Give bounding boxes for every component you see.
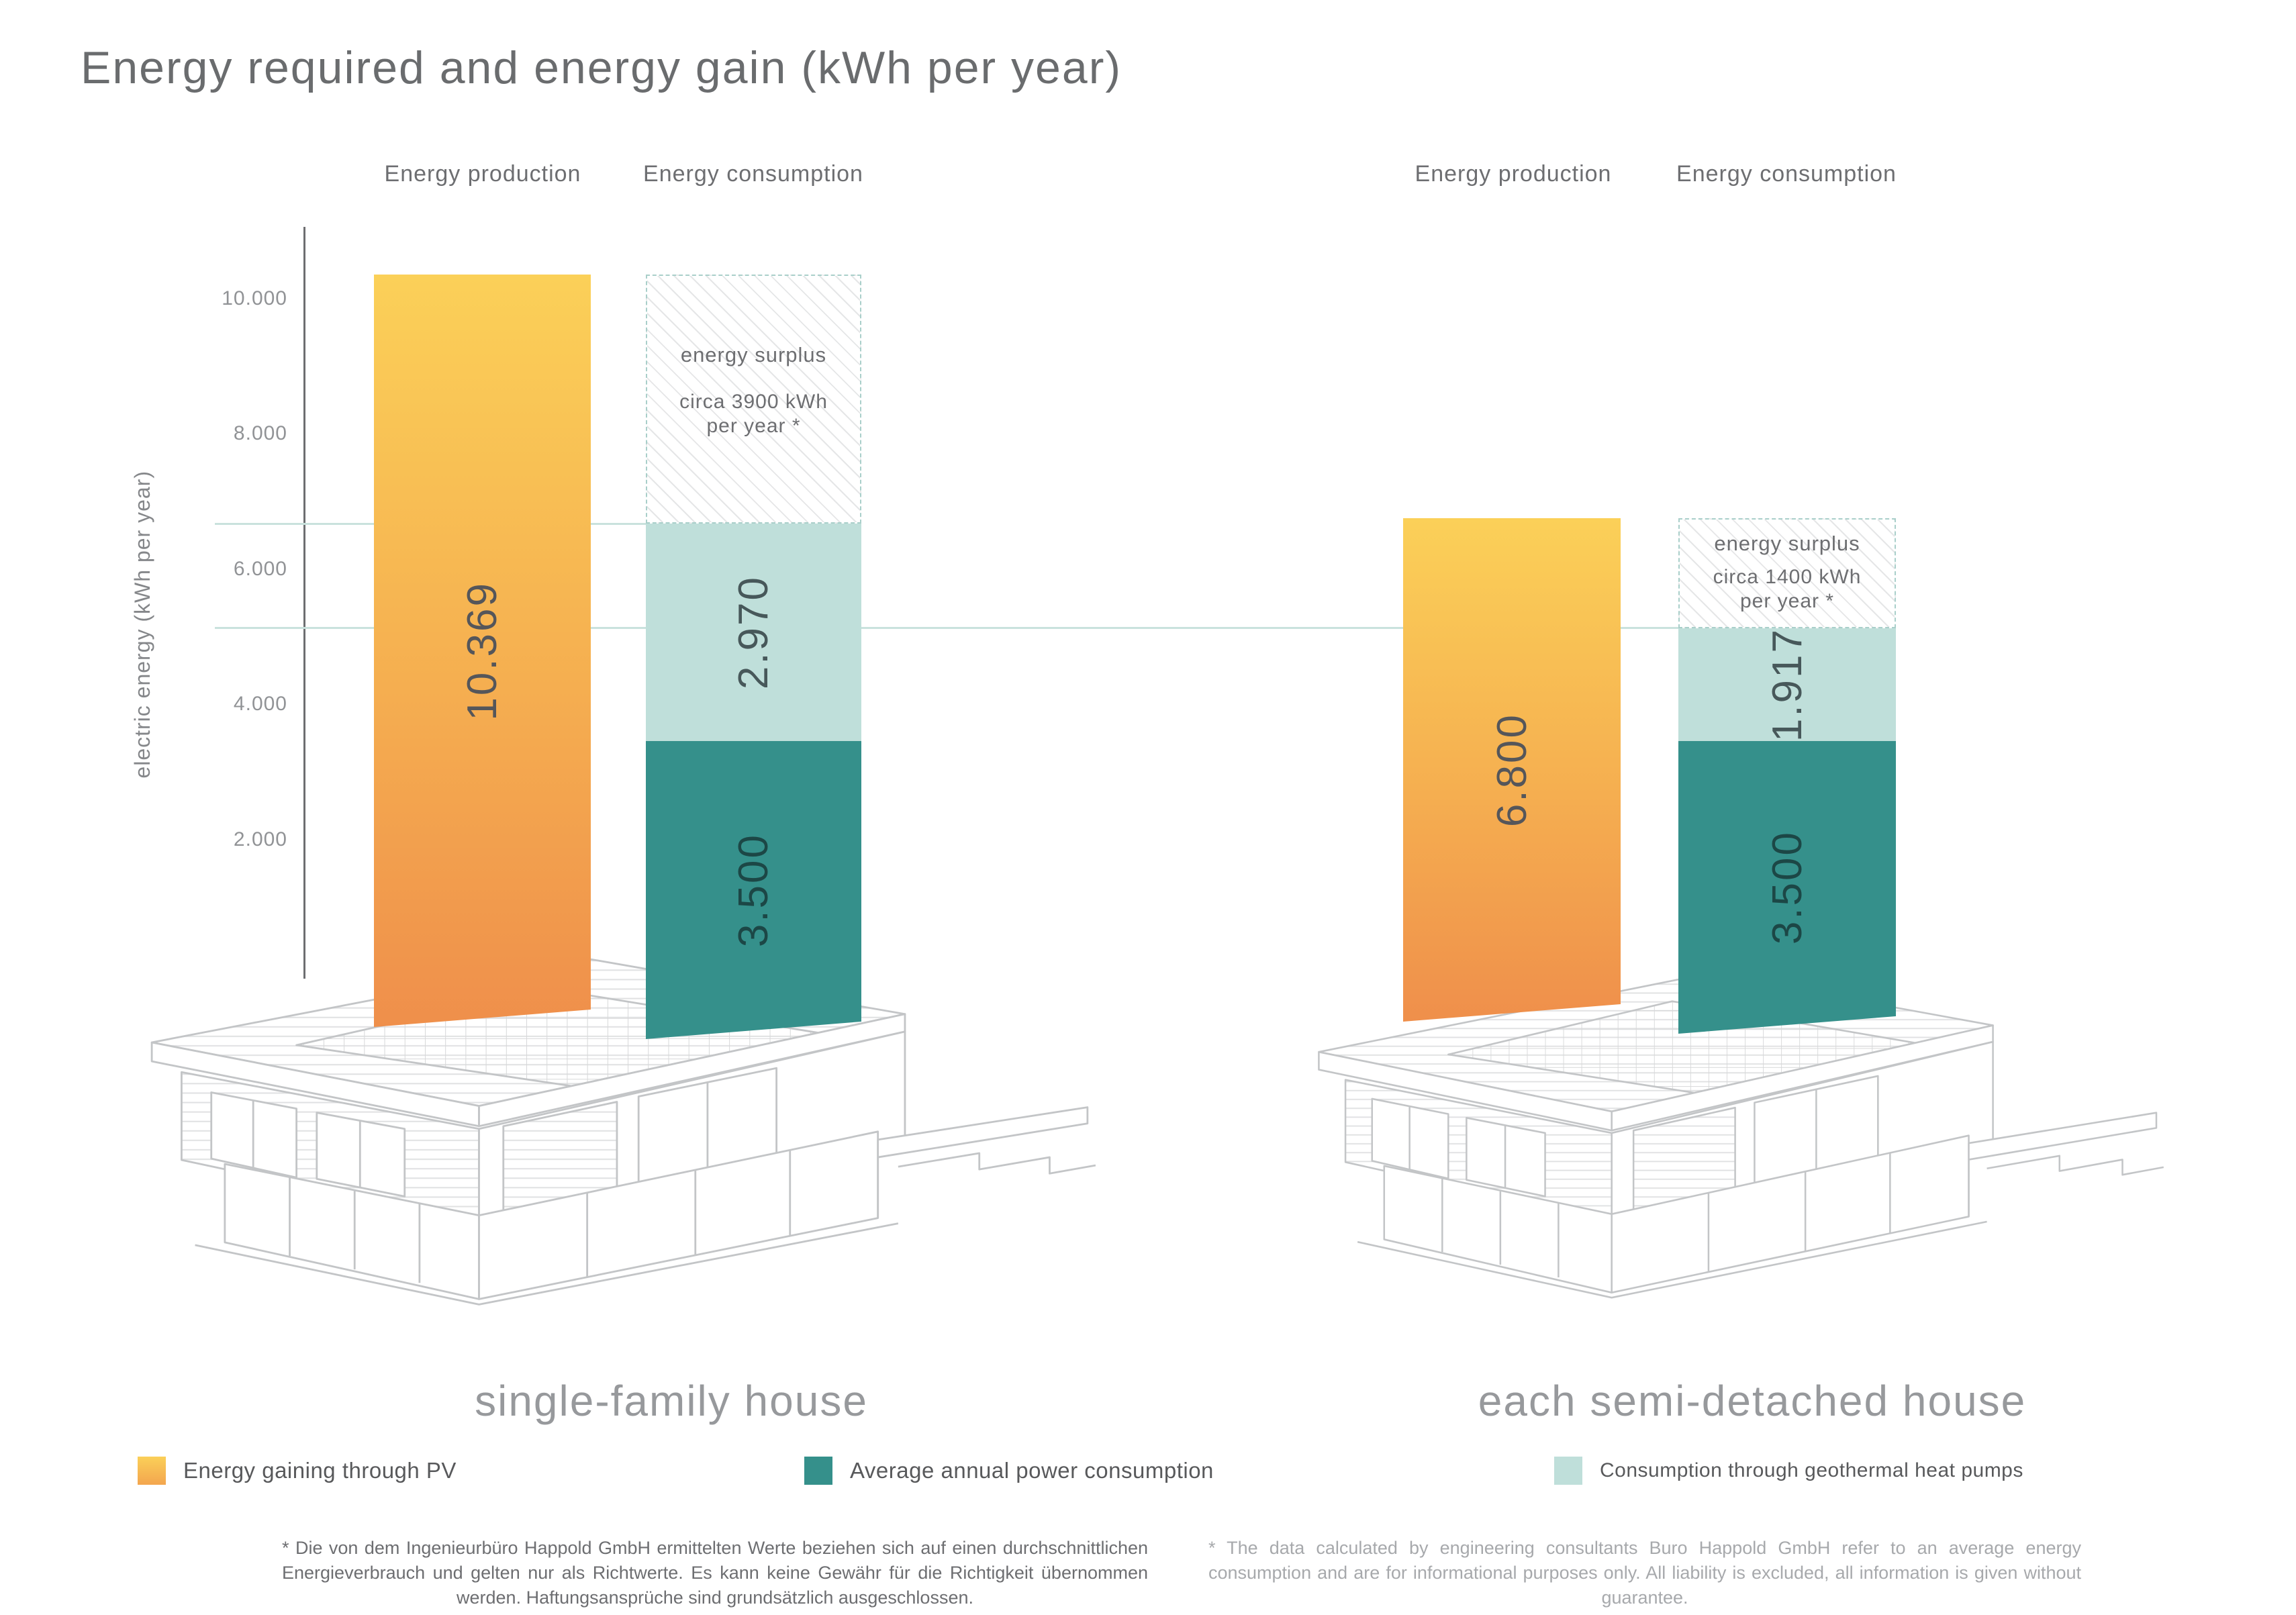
y-axis-line: [303, 227, 305, 979]
header-consumption-group1: Energy consumption: [643, 161, 863, 187]
bar-value-production-group2: 6.800: [1488, 712, 1535, 828]
legend-item-consumption: Average annual power consumption: [804, 1457, 1214, 1485]
y-tick-6000: 6.000: [233, 558, 287, 580]
surplus-box-group1: energy surplus circa 3900 kWh per year *: [646, 275, 861, 524]
bar-value-geothermal-group2: 1.917: [1764, 627, 1811, 742]
surplus-unit-group1: per year *: [706, 415, 801, 437]
legend-swatch-geothermal: [1554, 1457, 1582, 1485]
legend-label-consumption: Average annual power consumption: [850, 1458, 1214, 1483]
footnote-german: * Die von dem Ingenieurbüro Happold GmbH…: [282, 1538, 1148, 1608]
header-consumption-group2: Energy consumption: [1676, 161, 1897, 187]
legend-item-pv: Energy gaining through PV: [138, 1457, 457, 1485]
surplus-unit-group2: per year *: [1739, 590, 1835, 612]
segment-geothermal-group1: 2.970: [646, 524, 861, 741]
surplus-box-group2: energy surplus circa 1400 kWh per year *: [1678, 518, 1896, 628]
surplus-title-group2: energy surplus: [1714, 532, 1860, 555]
caption-single-family: single-family house: [475, 1377, 868, 1425]
bar-value-base-group1: 3.500: [730, 832, 777, 948]
bar-consumption-group1: energy surplus circa 3900 kWh per year *…: [646, 275, 861, 1039]
header-production-group1: Energy production: [384, 161, 581, 187]
legend-swatch-pv: [138, 1457, 166, 1485]
surplus-amount-group1: circa 3900 kWh: [679, 391, 828, 413]
bar-value-base-group2: 3.500: [1764, 830, 1811, 945]
header-production-group2: Energy production: [1415, 161, 1612, 187]
bar-value-geothermal-group1: 2.970: [730, 575, 777, 690]
surplus-title-group1: energy surplus: [680, 343, 827, 366]
bar-consumption-group2: energy surplus circa 1400 kWh per year *…: [1678, 518, 1896, 1034]
bar-production-group2: 6.800: [1403, 518, 1621, 1022]
legend-swatch-consumption: [804, 1457, 832, 1485]
legend-item-geothermal: Consumption through geothermal heat pump…: [1554, 1457, 2023, 1485]
reference-line-5417: [215, 627, 1678, 629]
surplus-amount-group2: circa 1400 kWh: [1713, 566, 1862, 588]
segment-geothermal-group2: 1.917: [1678, 628, 1896, 741]
footnote-english: * The data calculated by engineering con…: [1208, 1538, 2081, 1608]
y-tick-2000: 2.000: [233, 828, 287, 850]
bar-production-group1: 10.369: [374, 275, 591, 1027]
segment-base-consumption-group2: 3.500: [1678, 741, 1896, 1034]
legend-label-pv: Energy gaining through PV: [183, 1458, 457, 1483]
y-tick-8000: 8.000: [233, 422, 287, 444]
caption-semi-detached: each semi-detached house: [1478, 1377, 2027, 1425]
y-axis-label: electric energy (kWh per year): [130, 470, 154, 779]
page-title: Energy required and energy gain (kWh per…: [81, 42, 1122, 93]
legend-label-geothermal: Consumption through geothermal heat pump…: [1600, 1459, 2023, 1481]
bar-value-production-group1: 10.369: [459, 581, 506, 721]
y-tick-10000: 10.000: [222, 287, 287, 309]
segment-base-consumption-group1: 3.500: [646, 741, 861, 1039]
y-tick-4000: 4.000: [233, 693, 287, 715]
house-illustration-single-family: [141, 937, 1101, 1367]
